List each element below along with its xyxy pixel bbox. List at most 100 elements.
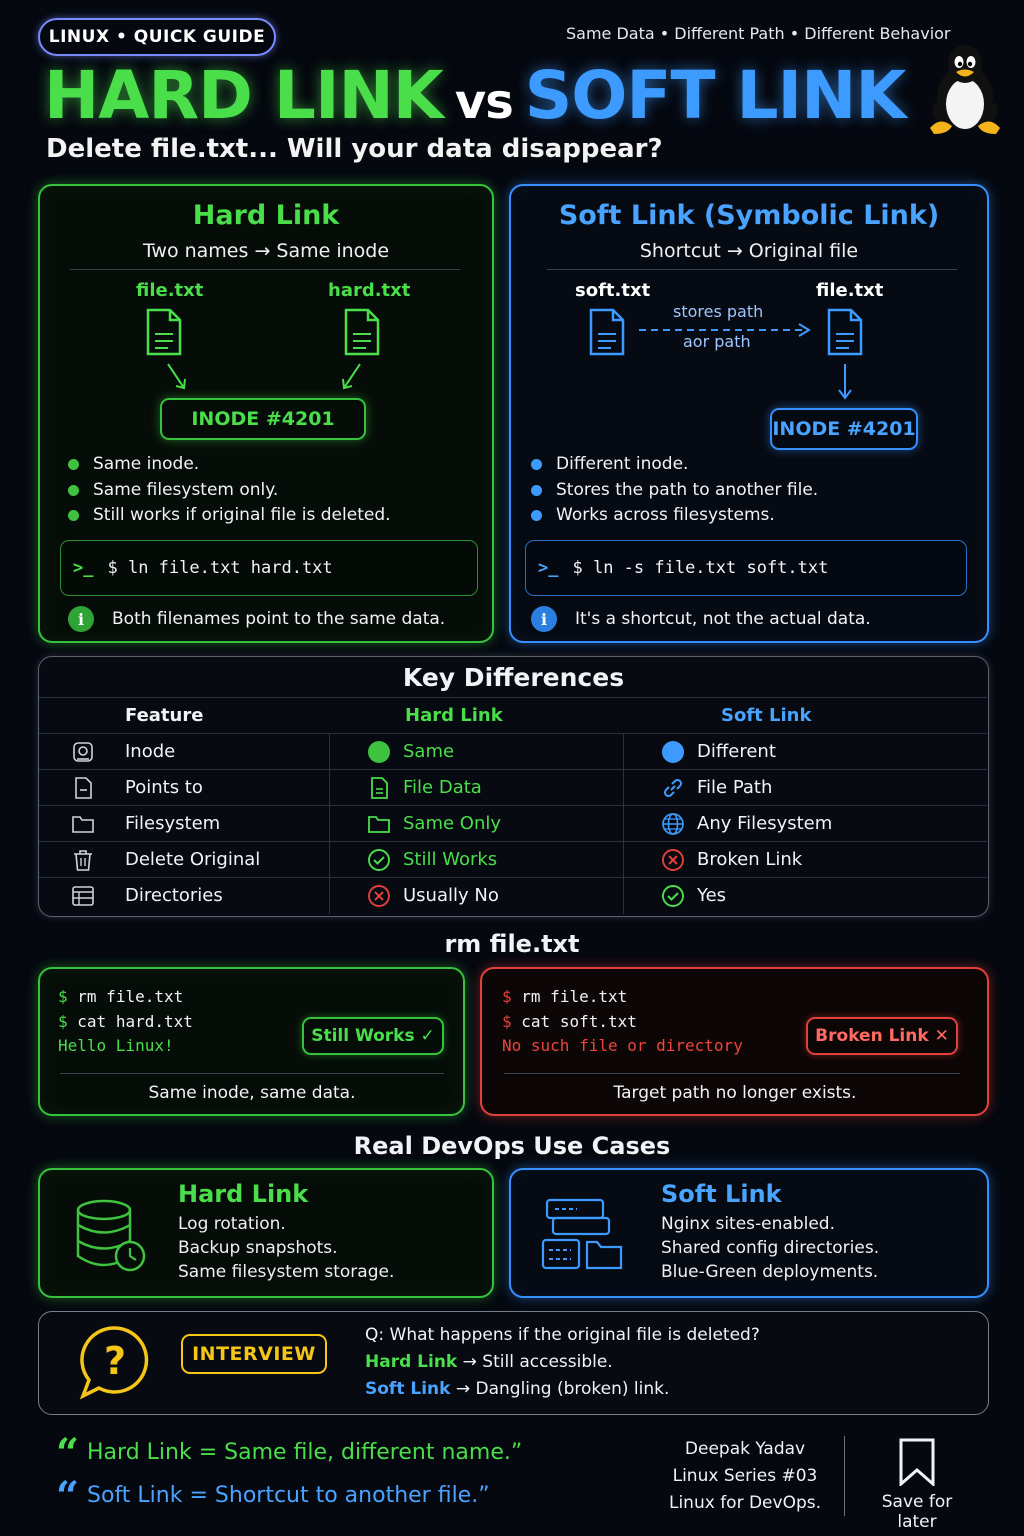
use-case-soft-title: Soft Link	[661, 1180, 782, 1208]
file-icon	[589, 308, 625, 356]
rm-hard-terminal: $ rm file.txt $ cat hard.txt Hello Linux…	[58, 985, 193, 1059]
header-badge: LINUX • QUICK GUIDE	[38, 18, 276, 56]
rm-section-title: rm file.txt	[444, 930, 580, 958]
soft-file-a-label: soft.txt	[575, 280, 651, 301]
title-soft-link: SOFT LINK	[524, 57, 907, 134]
interview-hard-answer: Hard Link → Still accessible.	[365, 1349, 760, 1376]
table-row: Directories Usually No Yes	[39, 877, 987, 913]
cell-soft-text: Broken Link	[697, 849, 803, 870]
hard-bullets: Same inode. Same filesystem only. Still …	[68, 452, 391, 529]
terminal-line: $ cat soft.txt	[502, 1011, 637, 1031]
author-name: Deepak Yadav	[684, 1439, 806, 1459]
rm-soft-card: $ rm file.txt $ cat soft.txt No such fil…	[480, 967, 989, 1116]
bullet-text: Same inode.	[93, 454, 200, 474]
list-item: Stores the path to another file.	[531, 478, 818, 504]
document-icon	[75, 777, 92, 799]
interview-soft-answer: Soft Link → Dangling (broken) link.	[365, 1376, 760, 1403]
quote-soft-text: = Shortcut to another file.”	[182, 1483, 490, 1508]
rm-hard-card: $ rm file.txt $ cat hard.txt Hello Linux…	[38, 967, 465, 1116]
interview-qa: Q: What happens if the original file is …	[365, 1322, 760, 1403]
arrow-down-icon	[838, 364, 852, 400]
terminal-line: $ cat hard.txt	[58, 1011, 193, 1031]
hard-inode-box: INODE #4201	[160, 398, 366, 440]
terminal-error: No such file or directory	[502, 1036, 743, 1055]
cell-soft-text: Any Filesystem	[697, 813, 833, 834]
info-icon: i	[531, 606, 557, 632]
soft-command-box[interactable]: >_ $ ln -s file.txt soft.txt	[525, 540, 967, 596]
quote-soft-label: Soft Link	[87, 1483, 183, 1508]
column-divider	[329, 733, 330, 914]
rm-hard-caption: Same inode, same data.	[148, 1083, 356, 1103]
interview-badge: INTERVIEW	[181, 1334, 327, 1374]
hard-answer-text: → Still accessible.	[457, 1352, 613, 1372]
column-divider	[623, 733, 624, 914]
arrow-label-bottom: aor path	[683, 332, 751, 351]
file-icon	[371, 776, 388, 799]
cell-hard-text: File Data	[403, 777, 482, 798]
quote-mark-icon: “	[56, 1430, 80, 1477]
file-icon	[344, 308, 380, 356]
cell-feature: Filesystem	[125, 813, 221, 834]
quote-soft: “Soft Link = Shortcut to another file.”	[56, 1473, 490, 1520]
check-circle-icon	[662, 884, 684, 907]
table-row: Delete Original Still Works Broken Link	[39, 841, 987, 877]
cell-soft: Different	[661, 740, 776, 764]
soft-note-text: It's a shortcut, not the actual data.	[575, 609, 871, 629]
save-for-later-button[interactable]: Save for later	[862, 1436, 972, 1532]
use-case-hard-card: Hard Link Log rotation. Backup snapshots…	[38, 1168, 494, 1298]
filled-circle-icon	[368, 740, 390, 763]
table-row: Inode Same Different	[39, 733, 987, 769]
server-config-icon	[541, 1198, 623, 1270]
soft-card-title: Soft Link (Symbolic Link)	[558, 200, 940, 231]
cell-soft: Broken Link	[661, 848, 802, 872]
cell-feature: Points to	[125, 777, 203, 798]
question-bubble-icon: ?	[79, 1326, 149, 1400]
soft-note: i It's a shortcut, not the actual data.	[531, 606, 871, 632]
bullet-text: Same filesystem only.	[93, 479, 279, 500]
author-block: Deepak Yadav Linux Series #03 Linux for …	[660, 1436, 830, 1517]
terminal-prompt-icon: >_	[73, 558, 94, 578]
soft-label: Soft Link	[365, 1379, 451, 1399]
title-hard-link: HARD LINK	[44, 57, 444, 134]
bullet-text: Still works if original file is deleted.	[93, 505, 391, 525]
hard-card-subtitle: Two names → Same inode	[142, 240, 390, 262]
check-circle-icon	[368, 848, 390, 871]
list-item: Backup snapshots.	[178, 1238, 338, 1258]
arrow-down-right-icon	[167, 363, 186, 390]
table-row: Points to File Data File Path	[39, 769, 987, 805]
hard-note: i Both filenames point to the same data.	[68, 606, 445, 632]
table-title: Key Differences	[402, 663, 625, 692]
soft-file-b-label: file.txt	[816, 280, 884, 301]
soft-link-card: Soft Link (Symbolic Link) Shortcut → Ori…	[509, 184, 989, 643]
dashed-arrow-right-icon	[639, 323, 811, 337]
use-case-hard-title: Hard Link	[178, 1180, 309, 1208]
cell-hard: Same	[367, 740, 454, 764]
quote-hard-text: = Same file, different name.”	[191, 1440, 523, 1465]
folder-icon	[368, 815, 390, 833]
cell-hard-text: Same	[403, 741, 455, 762]
x-circle-icon	[662, 848, 684, 871]
hard-command-box[interactable]: >_ $ ln file.txt hard.txt	[60, 540, 478, 596]
table-row: Filesystem Same Only Any Filesystem	[39, 805, 987, 841]
soft-command-text: $ ln -s file.txt soft.txt	[572, 558, 829, 578]
header-tagline: Same Data • Different Path • Different B…	[566, 24, 951, 43]
header-hard-link: Hard Link	[405, 705, 503, 726]
list-item: Different inode.	[531, 452, 818, 478]
hard-card-title: Hard Link	[192, 200, 340, 231]
terminal-line-text: rm file.txt	[77, 987, 184, 1006]
hard-command-text: $ ln file.txt hard.txt	[107, 558, 333, 578]
globe-icon	[662, 812, 684, 835]
header-feature: Feature	[125, 705, 204, 726]
use-case-hard-list: Log rotation. Backup snapshots. Same fil…	[178, 1212, 394, 1284]
bullet-text: Different inode.	[556, 454, 689, 474]
series-name: Linux Series #03	[672, 1466, 818, 1486]
bullet-text: Works across filesystems.	[556, 505, 775, 525]
arrow-label-top: stores path	[673, 302, 764, 321]
cell-hard: Still Works	[367, 848, 497, 872]
folder-icon	[72, 816, 94, 833]
key-differences-table: Key Differences Feature Hard Link Soft L…	[38, 656, 989, 917]
broken-link-badge: Broken Link ✕	[806, 1017, 958, 1055]
header-soft-link: Soft Link	[721, 705, 812, 726]
file-icon	[827, 308, 863, 356]
quote-hard: “Hard Link = Same file, different name.”	[56, 1430, 522, 1477]
